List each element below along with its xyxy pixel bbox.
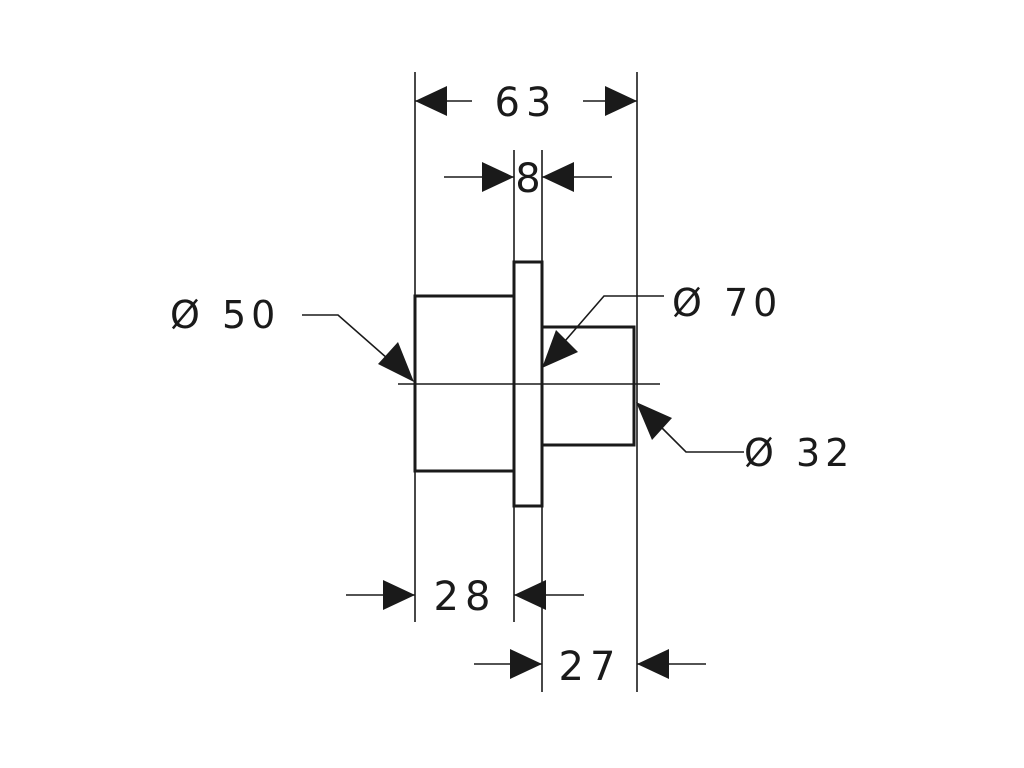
dimension-flange-thickness: 8 (444, 156, 612, 202)
arrowhead-left (415, 86, 447, 116)
arrowhead (636, 402, 672, 440)
arrowhead-right (637, 649, 669, 679)
dimension-label-left-body: 28 (434, 574, 497, 620)
dimension-right-body-length: 27 (474, 644, 706, 690)
leader-line (302, 314, 405, 374)
diameter-label-right-body: Ø 32 (744, 431, 854, 475)
arrowhead-right (514, 580, 546, 610)
arrowhead-right (542, 162, 574, 192)
callout-right-body-diameter: Ø 32 (636, 402, 854, 475)
arrowhead (542, 330, 578, 368)
callout-flange-diameter: Ø 70 (542, 281, 782, 368)
part-outline (398, 260, 660, 508)
dimension-label-overall: 63 (495, 80, 558, 126)
callout-left-body-diameter: Ø 50 (170, 293, 414, 382)
dimension-label-right-body: 27 (559, 644, 622, 690)
dimension-label-flange: 8 (515, 156, 540, 202)
arrowhead (378, 342, 414, 382)
dimension-left-body-length: 28 (346, 574, 584, 620)
leader-line (551, 295, 664, 357)
arrowhead-left (510, 649, 542, 679)
arrowhead-left (383, 580, 415, 610)
dimension-overall-length: 63 (415, 80, 637, 126)
diameter-label-flange: Ø 70 (672, 281, 782, 325)
diameter-label-left-body: Ø 50 (170, 293, 280, 337)
arrowhead-left (482, 162, 514, 192)
arrowhead-right (605, 86, 637, 116)
